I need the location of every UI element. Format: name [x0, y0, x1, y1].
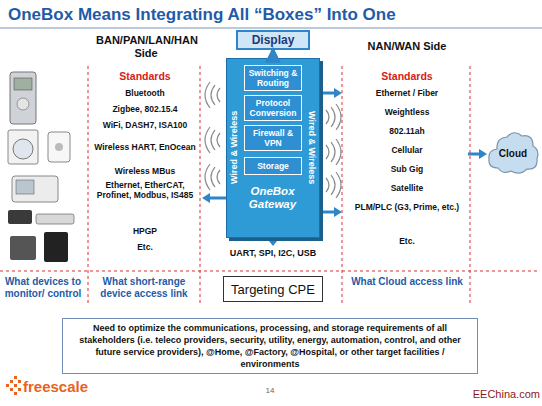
watermark: EEChina.com [462, 388, 540, 400]
display-box: Display [236, 30, 310, 50]
side-heading: NAN/WAN Side [346, 40, 468, 53]
node-text: Cloud [499, 148, 527, 159]
node-text: Firewall & VPN [245, 128, 301, 148]
standards-heading: Standards [92, 70, 198, 82]
title-rule [0, 27, 542, 29]
standard-item: Wireless HART, EnOcean [92, 142, 198, 152]
logo-text: freescale [23, 378, 113, 395]
standard-item: WiFi, DASH7, ISA100 [92, 120, 198, 130]
standard-item: PLM/PLC (G3, Prime, etc.) [346, 202, 468, 212]
node-text: Storage [257, 161, 289, 171]
node-text: Wired & Wireless [227, 59, 241, 236]
side-heading: BAN/PAN/LAN/HAN Side [96, 34, 196, 60]
column-dividers [0, 66, 540, 306]
standard-item: Ethernet / Fiber [346, 88, 468, 98]
node-text: OneBox Gateway [241, 185, 304, 211]
note-box: Need to optimize the communications, pro… [62, 318, 478, 374]
freescale-logo-mark [6, 376, 21, 395]
standard-item: Wireless MBus [92, 166, 198, 176]
node-text: Wired & Wireless [305, 59, 319, 236]
function-box: Firewall & VPN [244, 125, 302, 151]
cloud-path [489, 133, 538, 173]
standard-item: Weightless [346, 107, 468, 117]
function-box: Protocol Conversion [244, 95, 302, 121]
connector-arrow [271, 50, 275, 58]
page-number: 14 [258, 386, 282, 395]
standard-item: Bluetooth [92, 88, 198, 98]
column-question: What short-range device access link [90, 276, 198, 300]
gateway-box: Wired & WirelessOneBox GatewayWired & Wi… [226, 58, 320, 238]
column-question: What Cloud access link [346, 276, 468, 288]
column-question: What devices to monitor/ control [0, 276, 86, 300]
function-box: Switching & Routing [244, 65, 302, 91]
storage-box: Storage [244, 157, 302, 175]
standard-item: Etc. [92, 242, 198, 252]
standard-item: Ethernet, EtherCAT, Profinet, Modbus, IS… [92, 180, 198, 200]
node-text: Switching & Routing [245, 68, 301, 88]
standard-item: 802.11ah [346, 126, 468, 136]
target-box: Targeting CPE [223, 276, 323, 302]
interface-label: UART, SPI, I2C, USB [210, 248, 336, 258]
standard-item: HPGP [92, 226, 198, 236]
device-pictures [8, 72, 74, 262]
cloud-shape: Cloud [486, 126, 540, 180]
node-text: Targeting CPE [231, 282, 315, 297]
node-text: Need to optimize the communications, pro… [69, 322, 471, 370]
slide-title: OneBox Means Integrating All “Boxes” Int… [8, 5, 538, 25]
standard-item: Satellite [346, 183, 468, 193]
standards-heading: Standards [346, 70, 468, 82]
standard-item: Cellular [346, 145, 468, 155]
standard-item: Sub Gig [346, 164, 468, 174]
standard-item: Etc. [346, 236, 468, 246]
node-text: Display [252, 33, 295, 47]
standard-item: Zigbee, 802.15.4 [92, 104, 198, 114]
node-text: Protocol Conversion [245, 98, 301, 118]
